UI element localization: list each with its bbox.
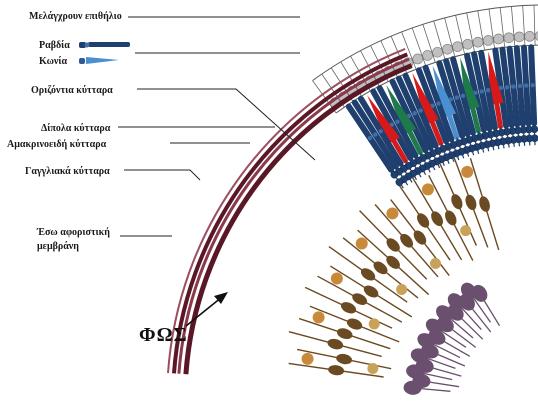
rod-band: [368, 136, 372, 140]
bipolar-cell: [443, 209, 459, 228]
rod-band: [486, 88, 490, 92]
amacrine-cell: [396, 284, 407, 295]
label-horizontal-cells: Οριζόντια κύτταρα: [31, 85, 113, 96]
horizontal-cell: [386, 207, 398, 219]
horizontal-cell: [302, 353, 314, 365]
rpe-nucleus: [453, 42, 463, 52]
label-inner-limiting-membrane-line2: μεμβράνη: [37, 241, 79, 252]
bipolar-cell: [326, 337, 344, 351]
rpe-nucleus: [423, 50, 433, 60]
bipolar-cell: [327, 364, 344, 376]
bipolar-cell: [414, 211, 431, 230]
bipolar-cell: [429, 209, 446, 228]
bipolar-cell: [411, 228, 429, 247]
bipolar-cell: [449, 192, 465, 211]
horizontal-cell: [331, 272, 343, 284]
rod-band: [395, 119, 399, 123]
horizontal-cell: [313, 311, 325, 323]
label-ganglion-cells: Γαγγλιακά κύτταρα: [25, 166, 110, 177]
rod-band: [530, 83, 534, 87]
label-pigment-epithelium: Μελάγχρουν επιθήλιο: [29, 11, 122, 22]
label-cones: Κωνία: [39, 56, 67, 67]
rod-band: [518, 84, 522, 88]
rpe-nucleus: [483, 35, 493, 45]
label-rods: Ραβδία: [39, 40, 70, 51]
amacrine-cell: [369, 318, 380, 329]
bipolar-cell: [477, 195, 491, 213]
rod-band: [379, 129, 383, 133]
rpe-cell-wall: [534, 5, 535, 45]
amacrine-cell: [367, 363, 378, 374]
bipolar-cell: [339, 300, 358, 316]
rod-band: [480, 89, 484, 93]
rod-band: [461, 94, 465, 98]
rpe-nucleus: [514, 32, 524, 42]
amacrine-cell: [430, 258, 441, 269]
amacrine-cell: [460, 225, 471, 236]
rod-legend-icon: [79, 42, 130, 48]
bipolar-cell: [463, 193, 478, 211]
rpe-nucleus: [525, 31, 535, 41]
label-amacrine-cells: Αμακρινοειδή κύτταρα: [7, 139, 106, 150]
rpe-nucleus: [442, 44, 452, 54]
rod-band: [413, 111, 417, 115]
rpe-nucleus: [494, 34, 504, 44]
rod-band: [511, 84, 515, 88]
rod-band: [373, 132, 377, 136]
rpe-nucleus: [504, 33, 514, 43]
label-light: ΦΩΣ: [139, 324, 188, 347]
rpe-nucleus: [473, 37, 483, 47]
horizontal-cell: [356, 237, 368, 249]
rod-band: [436, 101, 440, 105]
cone-inner-segment: [497, 104, 501, 127]
rod-band: [455, 95, 459, 99]
horizontal-cell: [461, 166, 473, 178]
label-bipolar-cells: Δίπολα κύτταρα: [41, 123, 110, 134]
cone-legend-icon: [79, 57, 119, 64]
label-pointer-line: [124, 170, 200, 180]
rpe-nucleus: [463, 39, 473, 49]
bipolar-cell: [335, 353, 353, 366]
rod-band: [524, 83, 528, 87]
label-inner-limiting-membrane-line1: Έσω αφοριστική: [37, 227, 110, 238]
rpe-nucleus: [413, 54, 423, 64]
bipolar-cell: [336, 326, 354, 341]
rod-band: [505, 85, 509, 89]
rod-band: [418, 108, 422, 112]
bipolar-cell: [345, 316, 364, 331]
rpe-nucleus: [432, 47, 442, 57]
horizontal-cell: [422, 183, 434, 195]
axon-fibers: [289, 157, 500, 391]
